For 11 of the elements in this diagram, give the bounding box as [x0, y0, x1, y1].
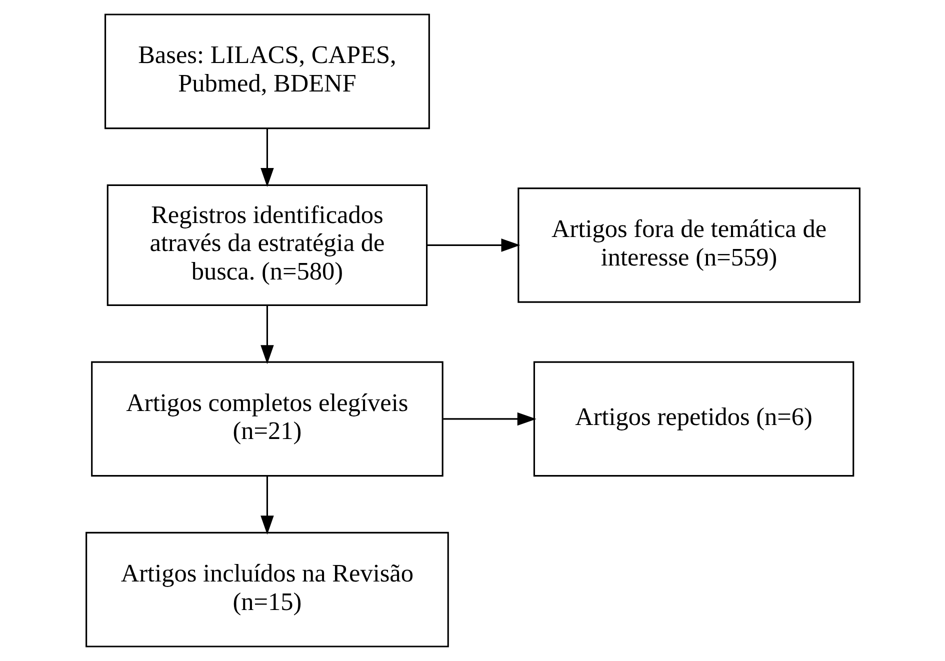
arrow	[260, 305, 274, 364]
node-box: Bases: LILACS, CAPES, Pubmed, BDENF	[104, 14, 430, 130]
node-box: Artigos repetidos (n=6)	[532, 361, 854, 477]
arrow	[260, 476, 274, 535]
node-box: Artigos completos elegíveis (n=21)	[90, 361, 443, 477]
arrow	[442, 412, 536, 426]
arrow	[426, 238, 520, 252]
node-box: Artigos fora de temática de interesse (n=559)	[517, 188, 860, 303]
arrow	[260, 128, 274, 187]
node-box: Artigos incluídos na Revisão (n=15)	[85, 532, 448, 648]
node-box: Registros identificados através da estratégia de busca. (n=580)	[106, 184, 428, 306]
